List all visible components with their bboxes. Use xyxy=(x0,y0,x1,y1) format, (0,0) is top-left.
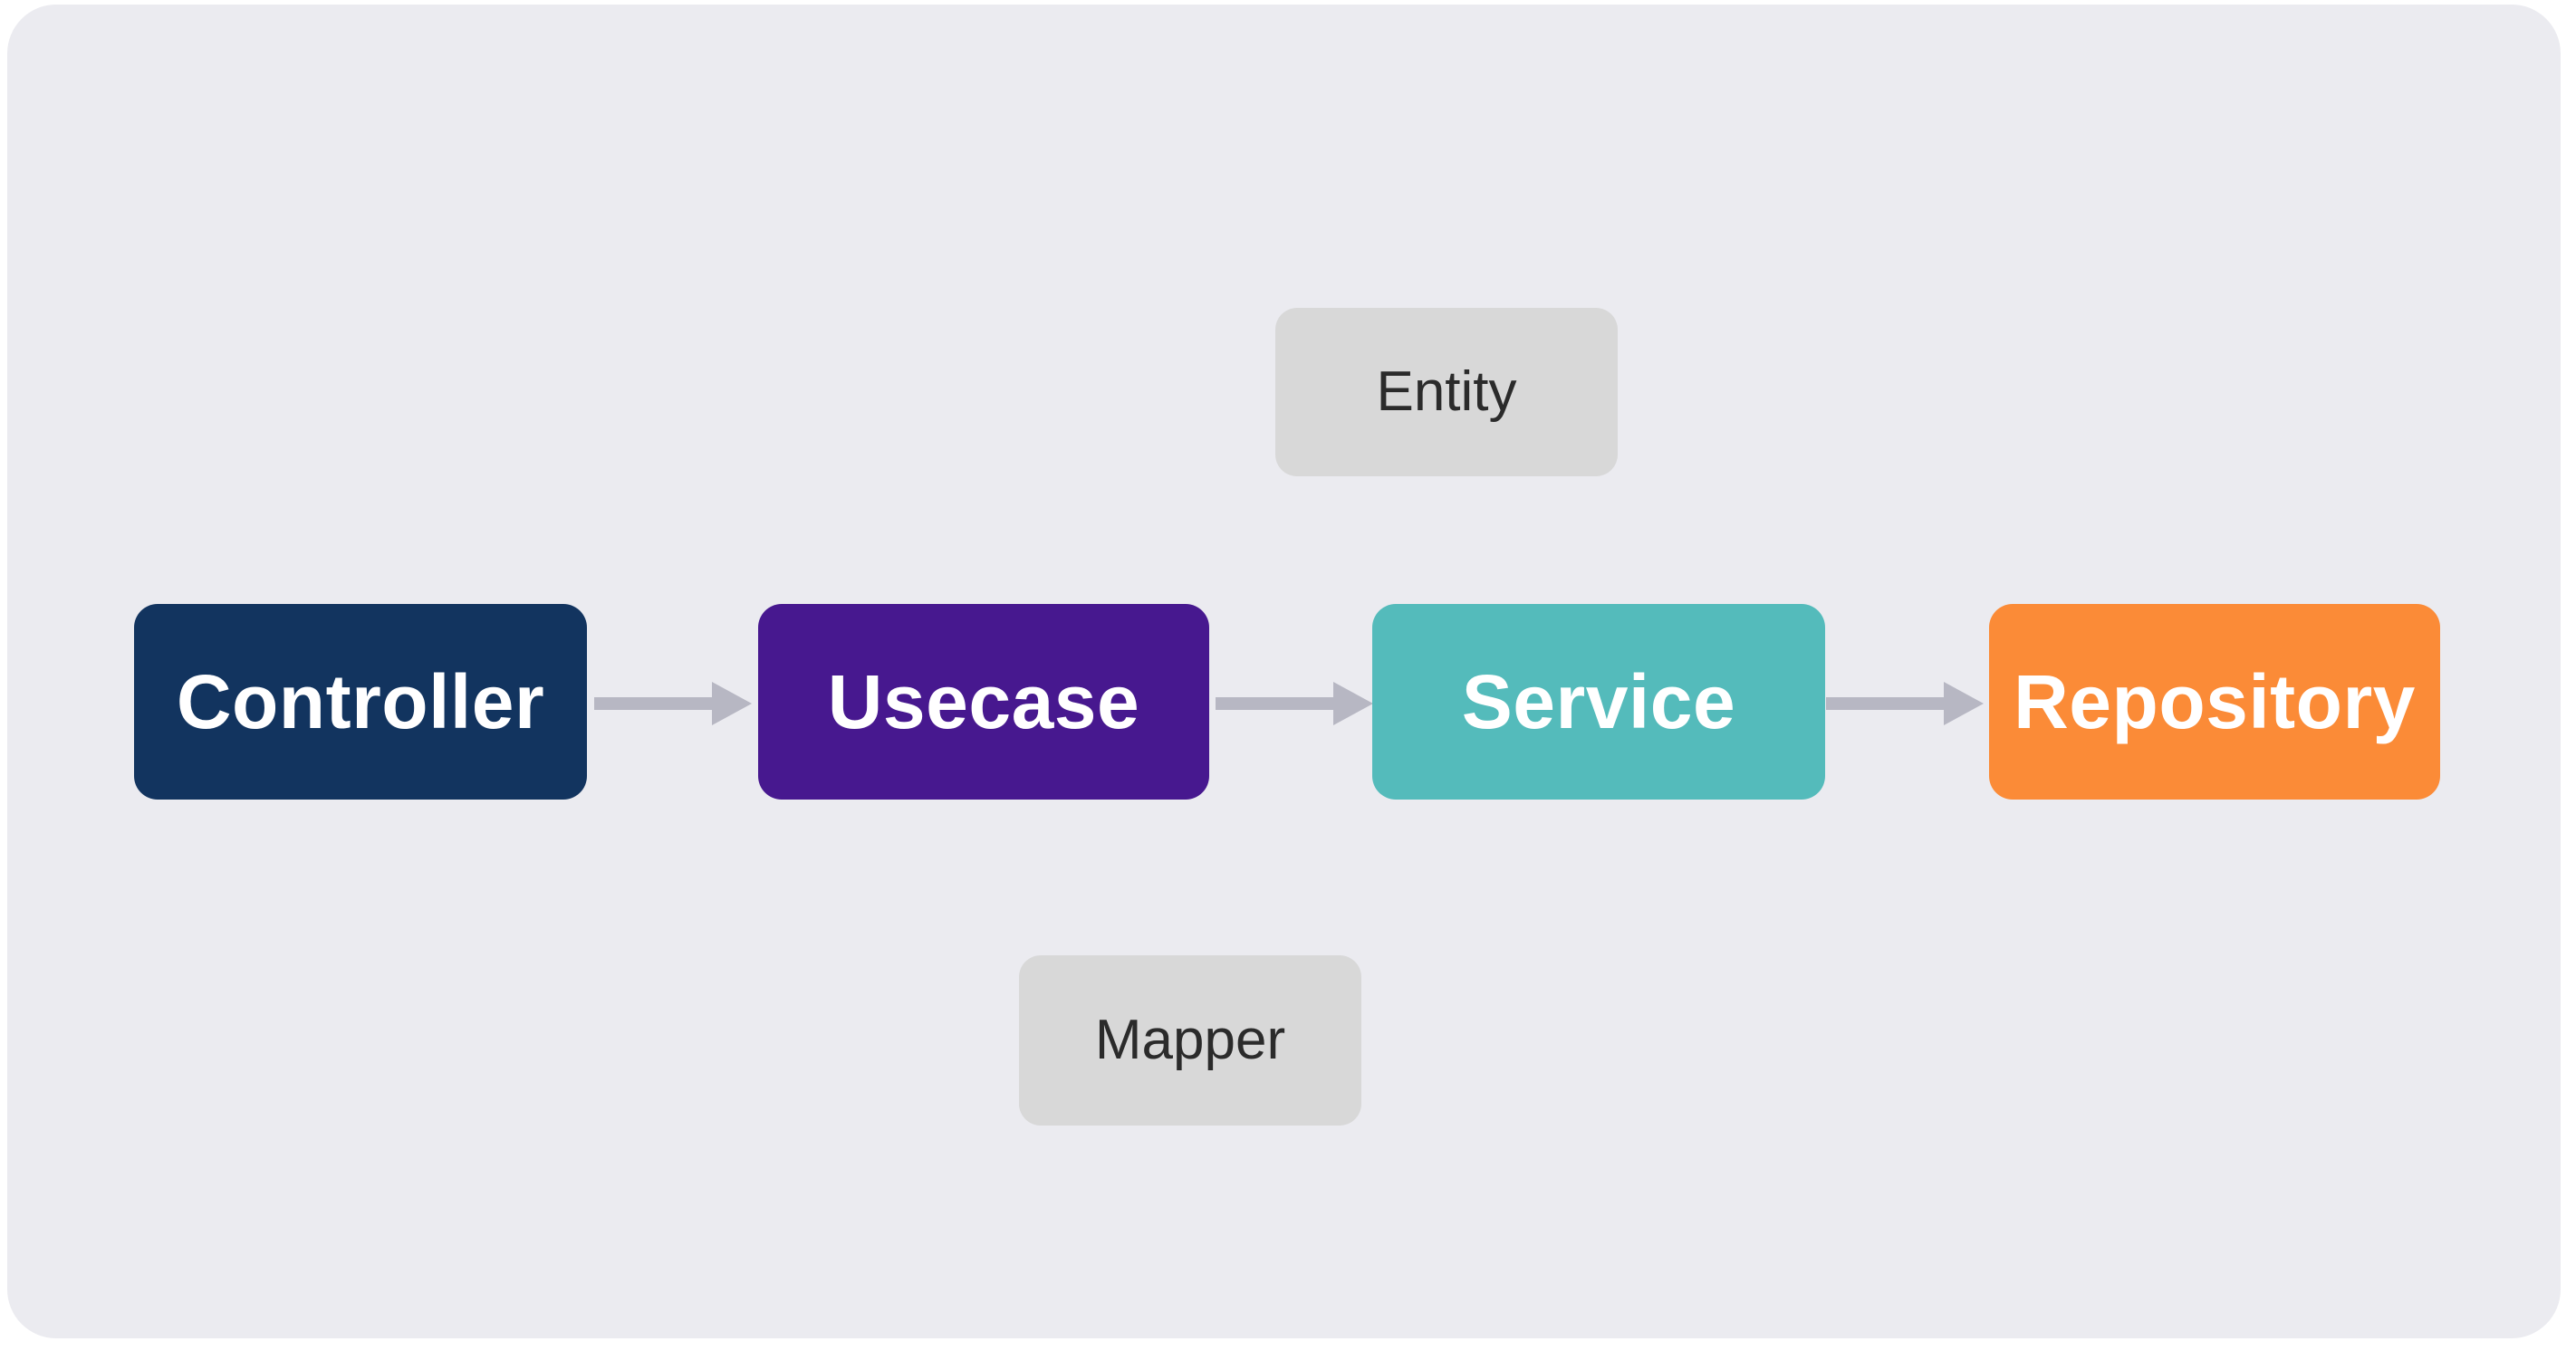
node-service: Service xyxy=(1372,604,1825,800)
node-label: Controller xyxy=(176,659,545,744)
node-label: Entity xyxy=(1376,360,1517,423)
diagram-card: Controller Usecase Service Repository En… xyxy=(7,5,2561,1338)
arrow-controller-to-usecase xyxy=(594,667,754,740)
arrow-service-to-repository xyxy=(1826,667,1985,740)
node-usecase: Usecase xyxy=(758,604,1209,800)
node-mapper: Mapper xyxy=(1019,955,1361,1126)
arrow-right-icon xyxy=(594,682,752,725)
node-label: Usecase xyxy=(827,659,1140,744)
arrow-right-icon xyxy=(1826,682,1984,725)
node-entity: Entity xyxy=(1275,308,1618,476)
node-label: Repository xyxy=(2014,659,2416,744)
node-label: Mapper xyxy=(1094,1009,1286,1071)
node-controller: Controller xyxy=(134,604,587,800)
node-label: Service xyxy=(1461,659,1736,744)
arrow-usecase-to-service xyxy=(1216,667,1375,740)
arrow-right-icon xyxy=(1216,682,1373,725)
node-repository: Repository xyxy=(1989,604,2440,800)
